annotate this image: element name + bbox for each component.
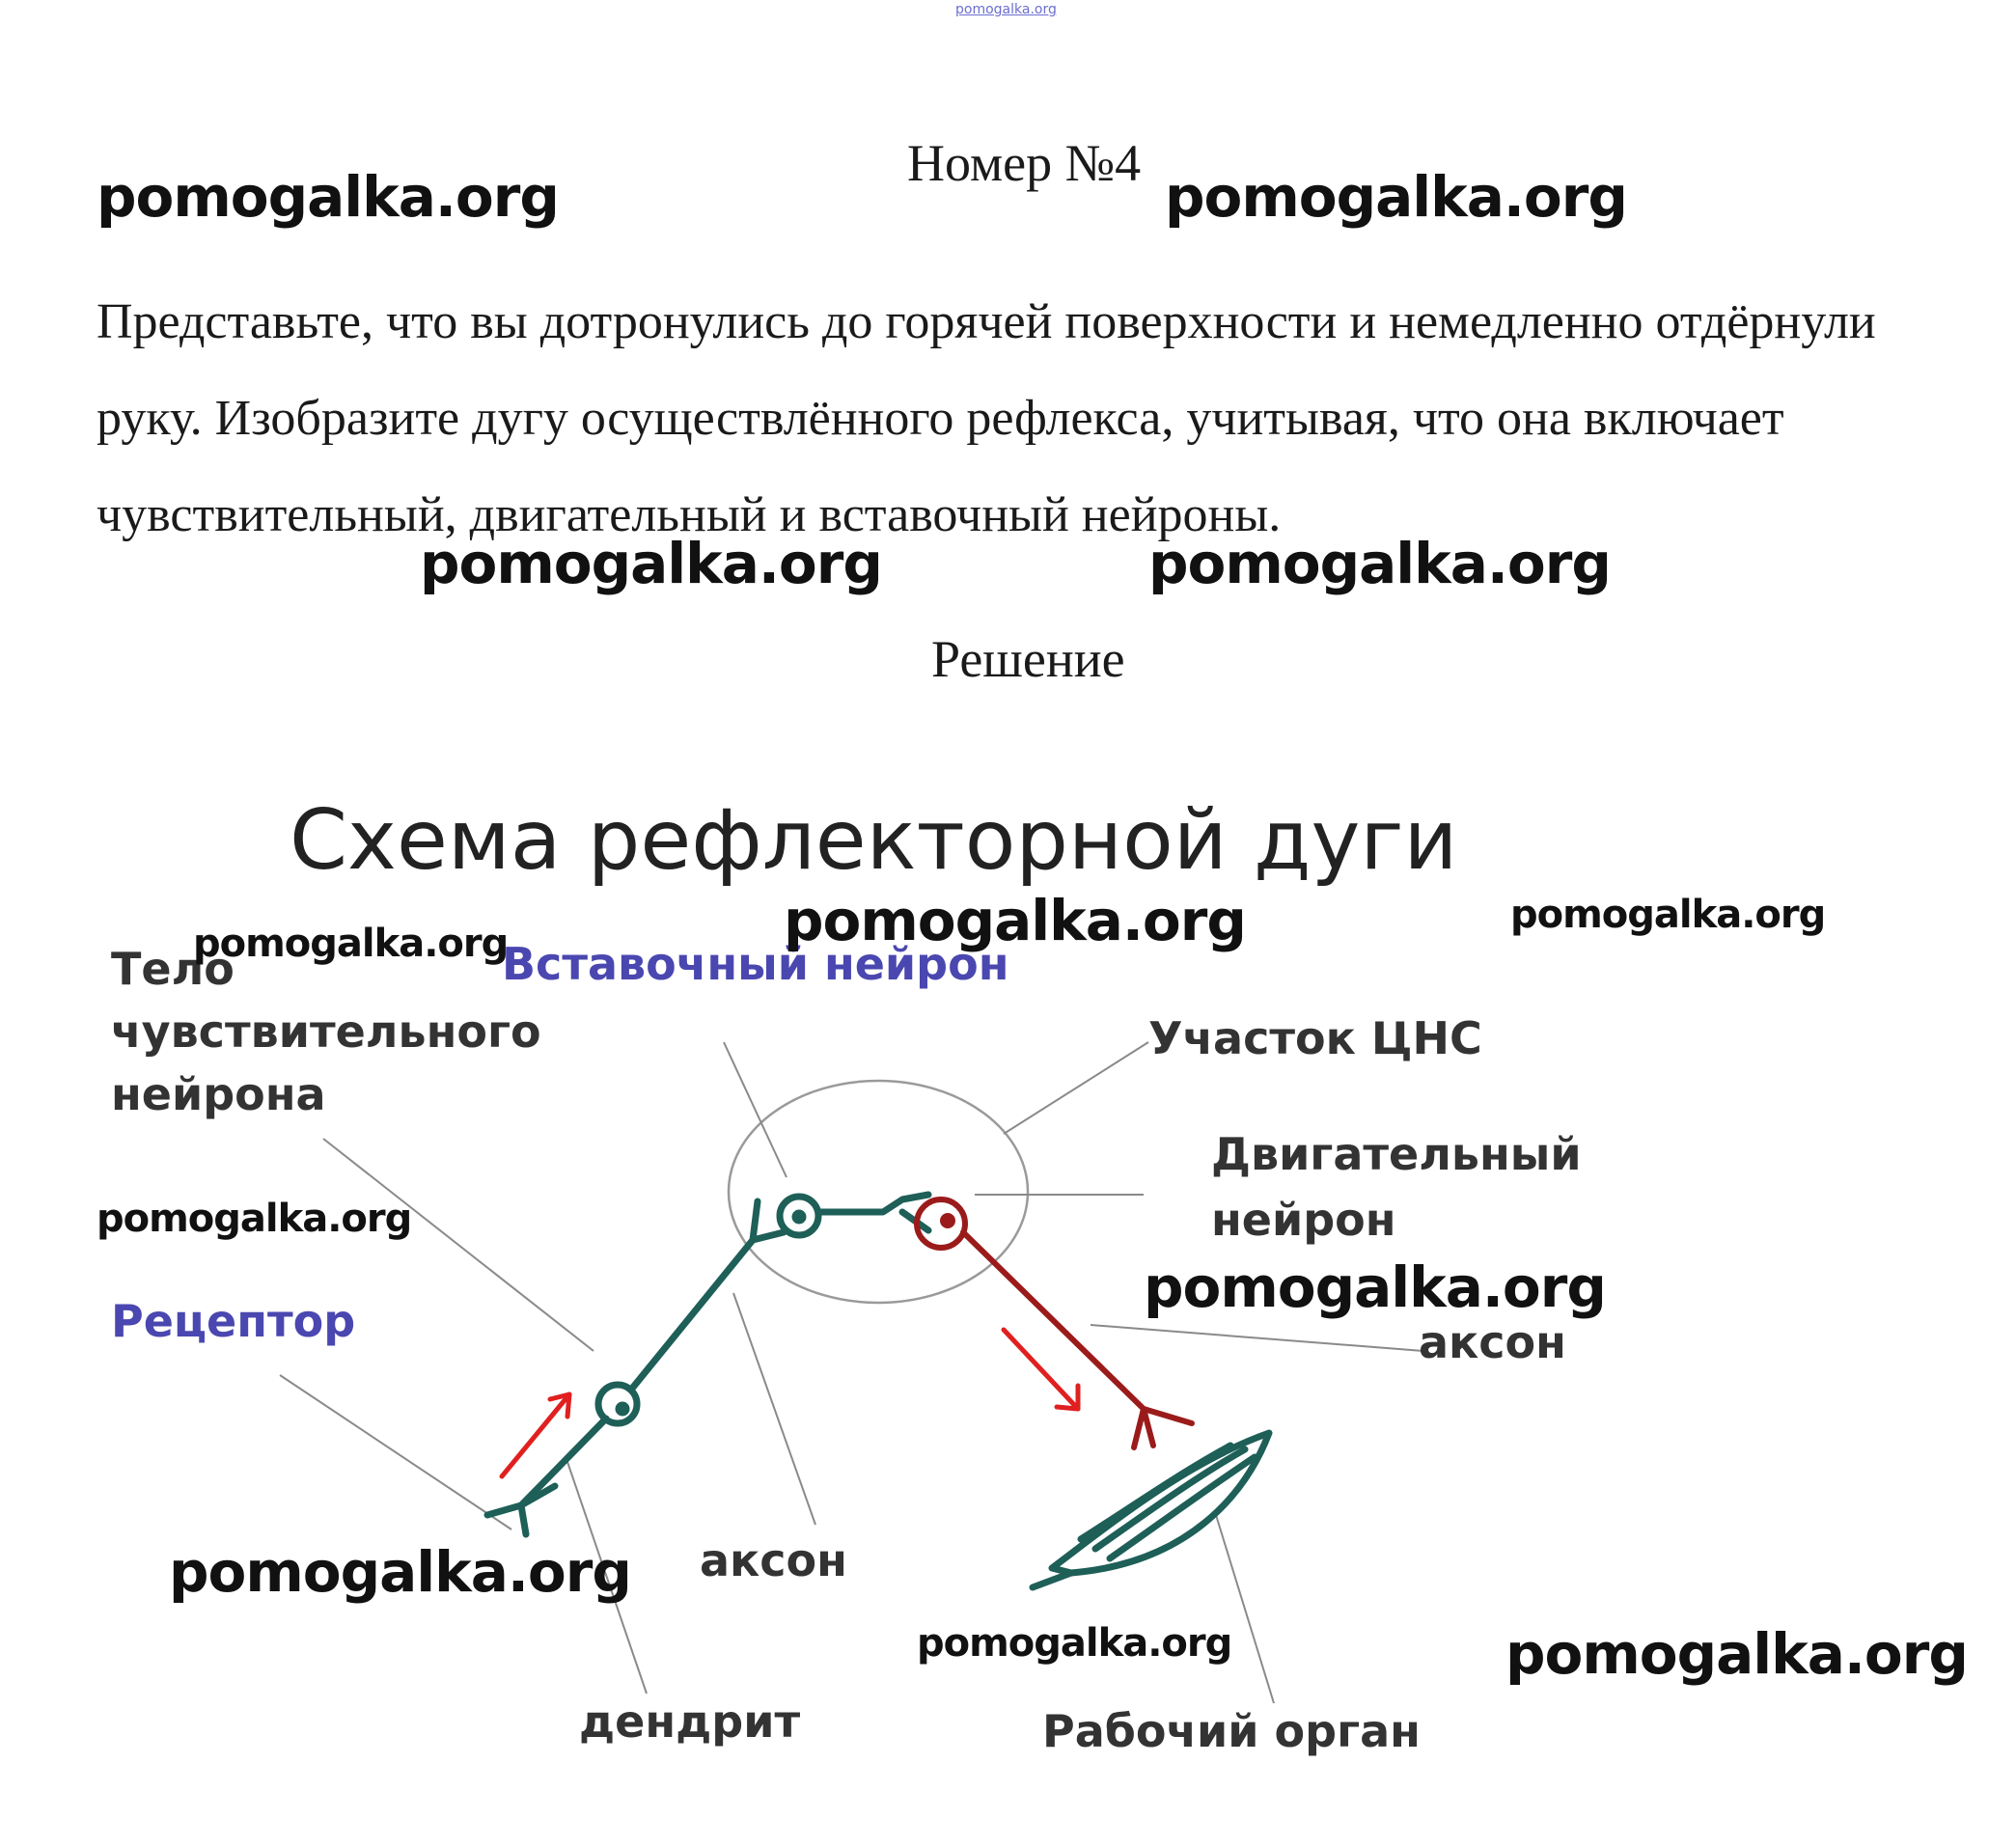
task-text: Представьте, что вы дотронулись до горяч… (97, 294, 1876, 542)
sensory-neuron (483, 1191, 1273, 1591)
motor-neuron-body (914, 1197, 968, 1251)
leader-cns (1003, 1041, 1149, 1135)
label-motor-neuron-1: Двигательный (1211, 1128, 1582, 1180)
label-receptor: Рецептор (111, 1295, 355, 1347)
leader-receptor (279, 1374, 512, 1530)
leader-sensory-body (322, 1138, 594, 1352)
sensory-axon (627, 1198, 787, 1393)
diagram-title: Схема рефлекторной дуги (290, 792, 1457, 889)
label-effector: Рабочий орган (1042, 1705, 1421, 1757)
watermark: pomogalka.org (169, 1539, 632, 1605)
cns-ellipse (727, 1079, 1030, 1305)
reflex-arc-diagram: Схема рефлекторной дуги (111, 792, 1582, 1757)
label-cns-section: Участок ЦНС (1148, 1012, 1482, 1064)
label-sensory-body-1: Тело (111, 943, 235, 995)
watermark: pomogalka.org (420, 531, 883, 596)
leader-motor-axon (1090, 1324, 1424, 1352)
watermark: pomogalka.org (917, 1621, 1232, 1666)
label-sensory-body-2: чувствительного (111, 1006, 541, 1058)
arrow-down-icon (1001, 1327, 1081, 1412)
leader-effector (1215, 1514, 1275, 1704)
leader-dendrite (566, 1461, 648, 1694)
label-dendrite: дендрит (579, 1695, 800, 1748)
watermark: pomogalka.org (1148, 531, 1612, 596)
interneuron-body (776, 1193, 822, 1239)
label-sensory-body-3: нейрона (111, 1068, 326, 1120)
watermark: pomogalka.org (1144, 1254, 1607, 1320)
watermark: pomogalka.org (193, 922, 509, 966)
receptor-ending (483, 1482, 559, 1538)
motor-endings (1131, 1406, 1195, 1450)
motor-neuron (914, 1197, 1195, 1450)
leader-lines (279, 1041, 1424, 1704)
label-axon: аксон (700, 1534, 847, 1586)
solution-heading: Решение (931, 630, 1125, 688)
label-motor-axon: аксон (1419, 1316, 1566, 1368)
watermark: pomogalka.org (784, 888, 1247, 953)
watermark: pomogalka.org (1165, 164, 1628, 230)
interneuron-axon (815, 1191, 932, 1234)
watermark-tiny: pomogalka.org (955, 2, 1057, 17)
leader-interneuron (723, 1041, 787, 1178)
dendrite-line (517, 1415, 610, 1509)
task-title: Номер №4 (907, 134, 1142, 192)
watermark: pomogalka.org (97, 164, 560, 230)
sensory-body (594, 1381, 641, 1427)
label-motor-neuron-2: нейрон (1211, 1194, 1396, 1246)
impulse-arrows (499, 1327, 1081, 1479)
label-interneuron: Вставочный нейрон (502, 938, 1008, 990)
watermark: pomogalka.org (1505, 1621, 1969, 1687)
arrow-up-icon (499, 1391, 572, 1479)
watermark: pomogalka.org (97, 1197, 412, 1241)
motor-axon (960, 1229, 1146, 1412)
watermark: pomogalka.org (1510, 893, 1826, 937)
leader-axon (732, 1292, 816, 1526)
